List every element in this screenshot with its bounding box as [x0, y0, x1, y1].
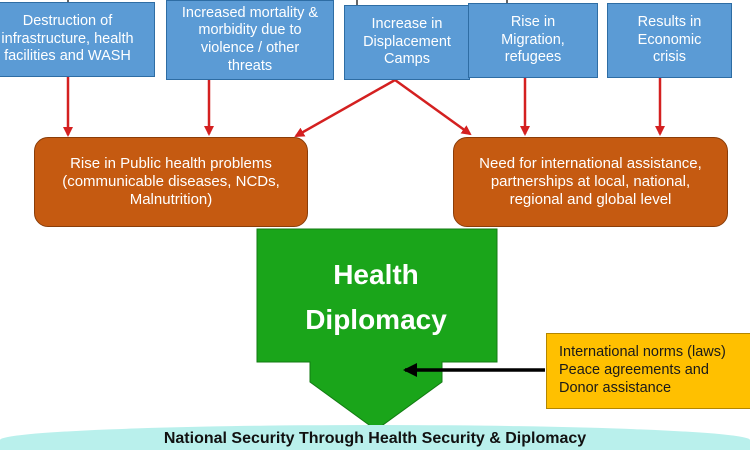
- footer-banner: National Security Through Health Securit…: [0, 425, 750, 450]
- box-migration-refugees: Rise in Migration, refugees: [468, 3, 598, 78]
- box-international-norms: International norms (laws) Peace agreeme…: [546, 333, 750, 409]
- box-label: Need for international assistance, partn…: [479, 154, 702, 209]
- health-diplomacy-title: Health Diplomacy: [305, 259, 447, 335]
- box-label: Rise in Public health problems (communic…: [62, 154, 280, 209]
- box-label: Increase in Displacement Camps: [363, 15, 451, 68]
- box-label: Results in Economic crisis: [637, 13, 702, 66]
- box-label: Rise in Migration, refugees: [501, 13, 565, 66]
- box-label: International norms (laws) Peace agreeme…: [559, 344, 726, 396]
- box-infrastructure-destruction: Destruction of infrastructure, health fa…: [0, 2, 155, 77]
- arrow-camps-to-international: [394, 78, 472, 136]
- box-economic-crisis: Results in Economic crisis: [607, 3, 732, 78]
- box-label: Increased mortality & morbidity due to v…: [181, 4, 319, 74]
- box-increased-mortality: Increased mortality & morbidity due to v…: [166, 0, 334, 80]
- box-label: Destruction of infrastructure, health fa…: [1, 12, 134, 65]
- health-diplomacy-arrow: [256, 228, 498, 431]
- box-displacement-camps: Increase in Displacement Camps: [344, 5, 470, 80]
- box-public-health-problems: Rise in Public health problems (communic…: [34, 137, 308, 227]
- arrow-camps-to-public-health: [294, 78, 396, 138]
- footer-text: National Security Through Health Securit…: [163, 429, 587, 447]
- box-international-assistance: Need for international assistance, partn…: [453, 137, 728, 227]
